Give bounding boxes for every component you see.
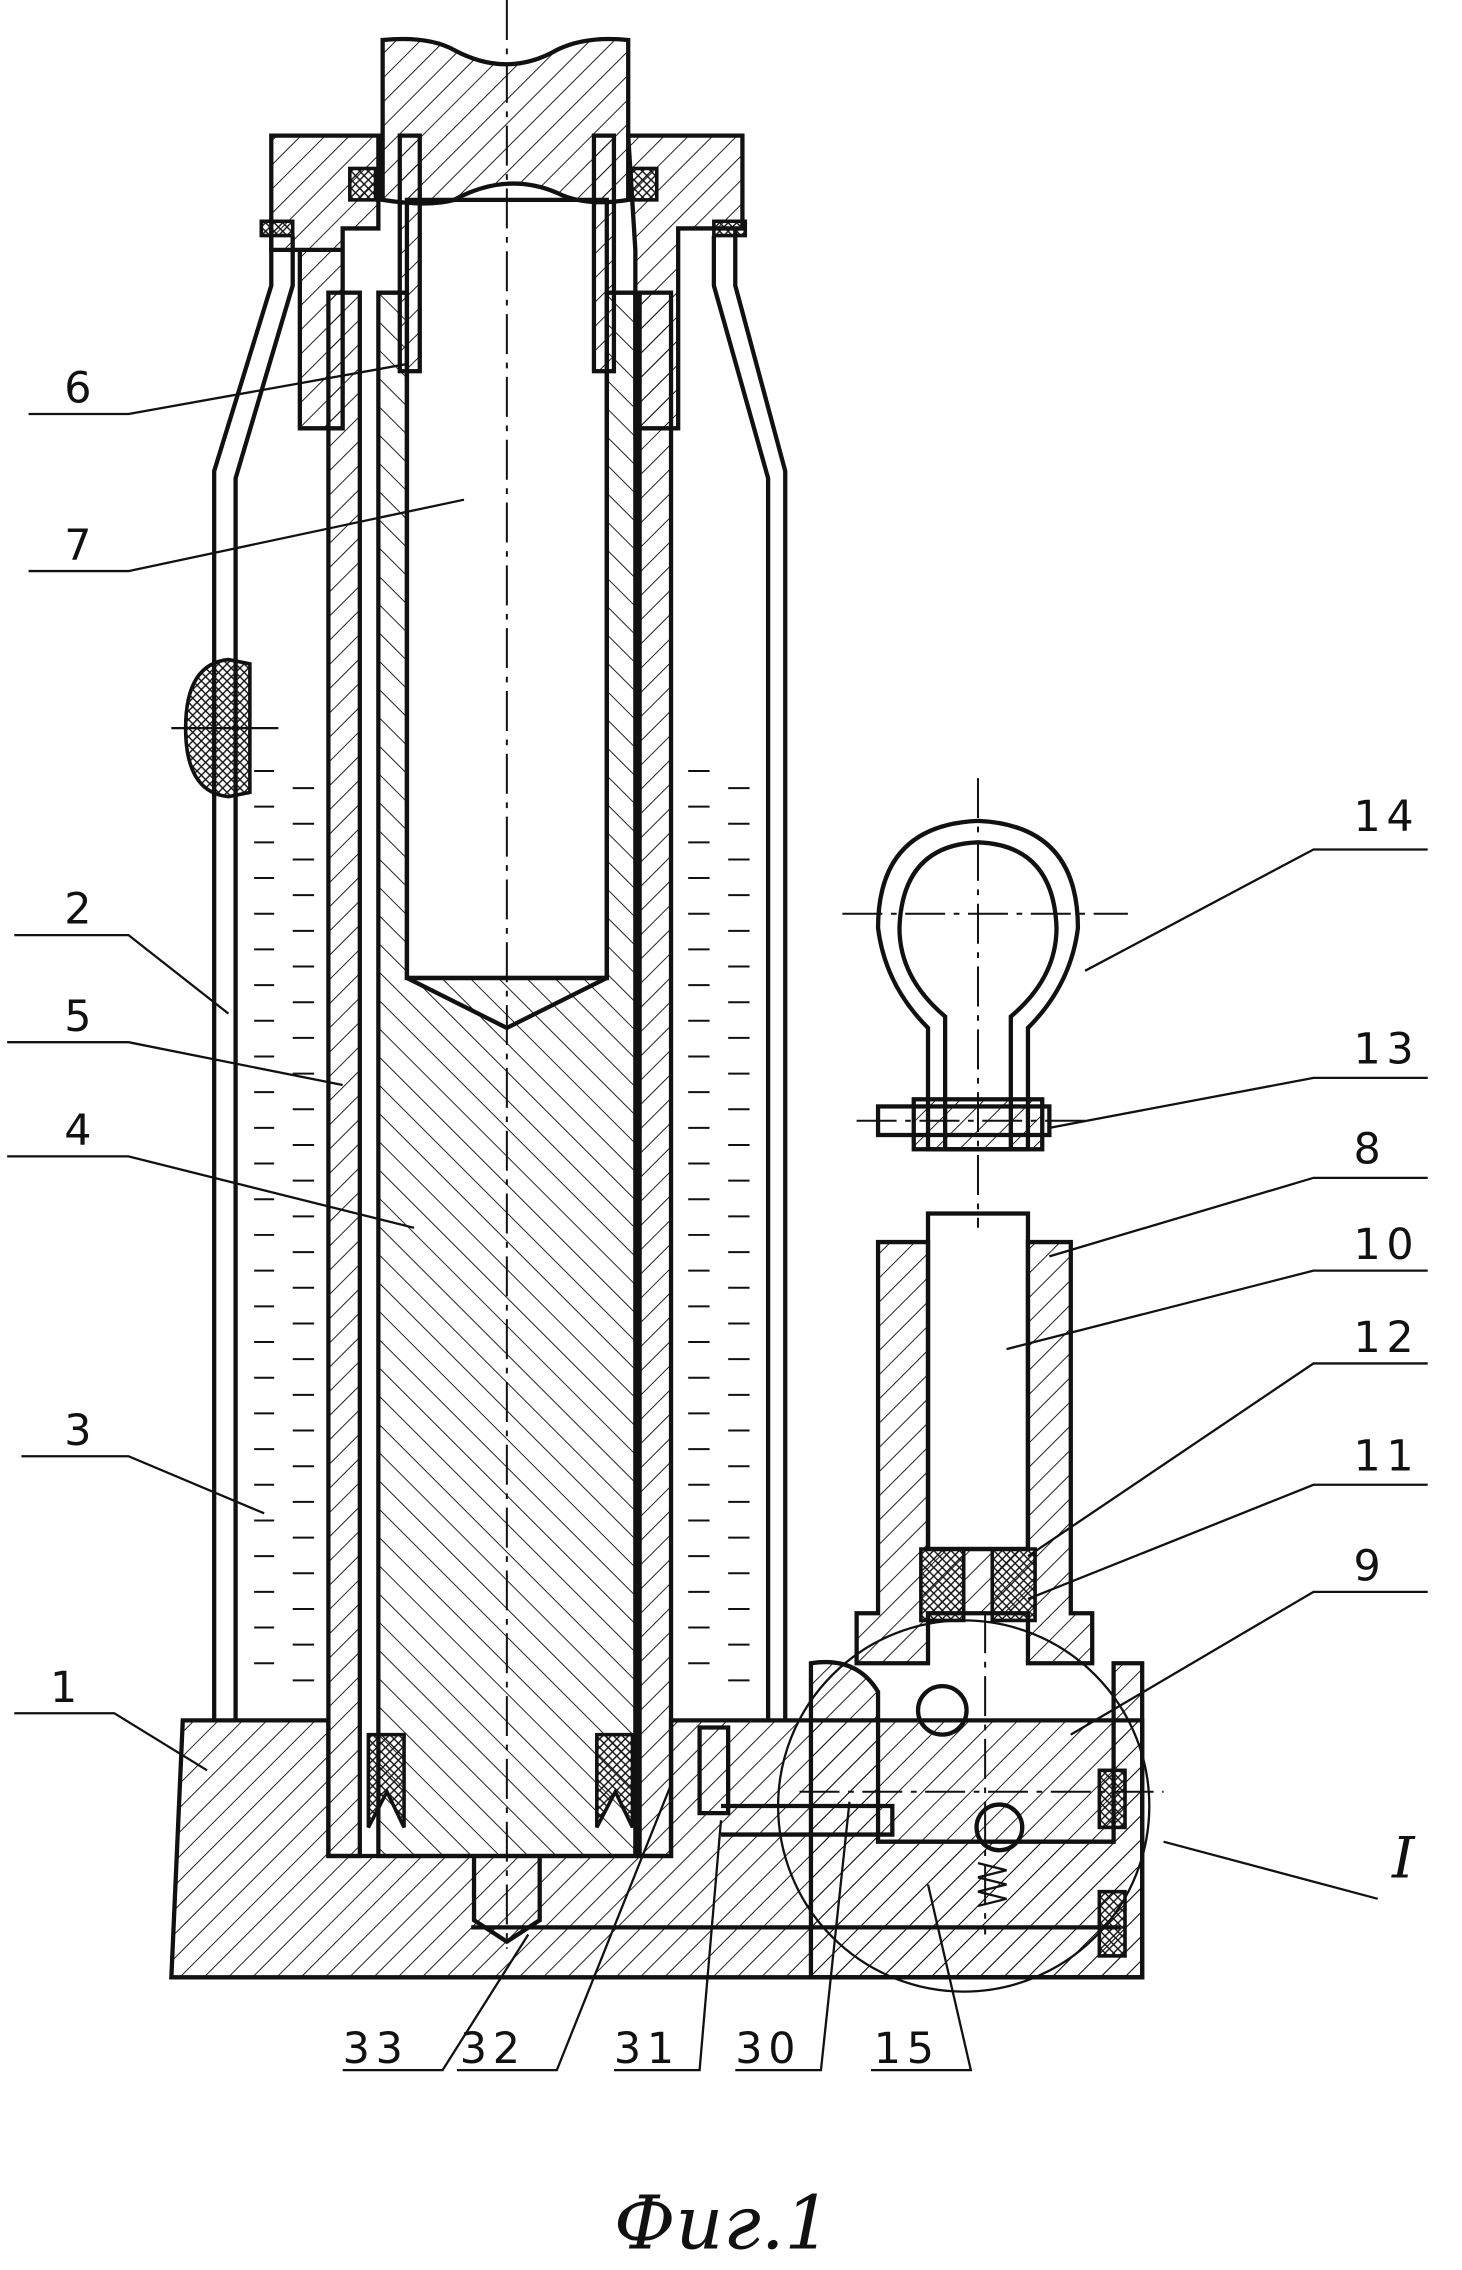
label-3: 3 [64, 1406, 97, 1456]
label-8: 8 [1353, 1125, 1386, 1175]
label-33: 33 [343, 2024, 409, 2074]
centerlines [505, 0, 1164, 1949]
reservoir-2 [171, 228, 788, 1721]
handle-14 [842, 778, 1128, 1228]
label-detail-i: I [1391, 1825, 1416, 1891]
label-12: 12 [1353, 1313, 1419, 1363]
label-5: 5 [64, 992, 97, 1042]
detail-circle-i [776, 1619, 1151, 1993]
label-11: 11 [1353, 1432, 1419, 1482]
label-15: 15 [874, 2024, 940, 2074]
figure-caption: Фиг.1 [614, 2180, 832, 2267]
label-1: 1 [50, 1663, 83, 1713]
screw-7 [380, 36, 631, 1031]
label-4: 4 [64, 1106, 97, 1156]
label-32: 32 [460, 2024, 526, 2074]
label-6: 6 [64, 364, 97, 414]
label-7: 7 [64, 521, 97, 571]
label-31: 31 [614, 2024, 680, 2074]
label-14: 14 [1353, 792, 1419, 842]
part-labels: 6 7 2 5 4 3 1 14 13 8 10 12 11 9 I 33 32… [50, 364, 1419, 2074]
cylinder-5 [326, 290, 674, 1859]
label-2: 2 [64, 885, 97, 935]
leader-lines [7, 362, 1428, 2072]
liquid-3: (function(){ const g=document.currentScr… [254, 769, 750, 1682]
top-cap [259, 133, 748, 431]
label-30: 30 [735, 2024, 801, 2074]
label-9: 9 [1353, 1541, 1386, 1591]
label-10: 10 [1353, 1220, 1419, 1270]
label-13: 13 [1353, 1025, 1419, 1075]
pump-8 [808, 1211, 1145, 1980]
